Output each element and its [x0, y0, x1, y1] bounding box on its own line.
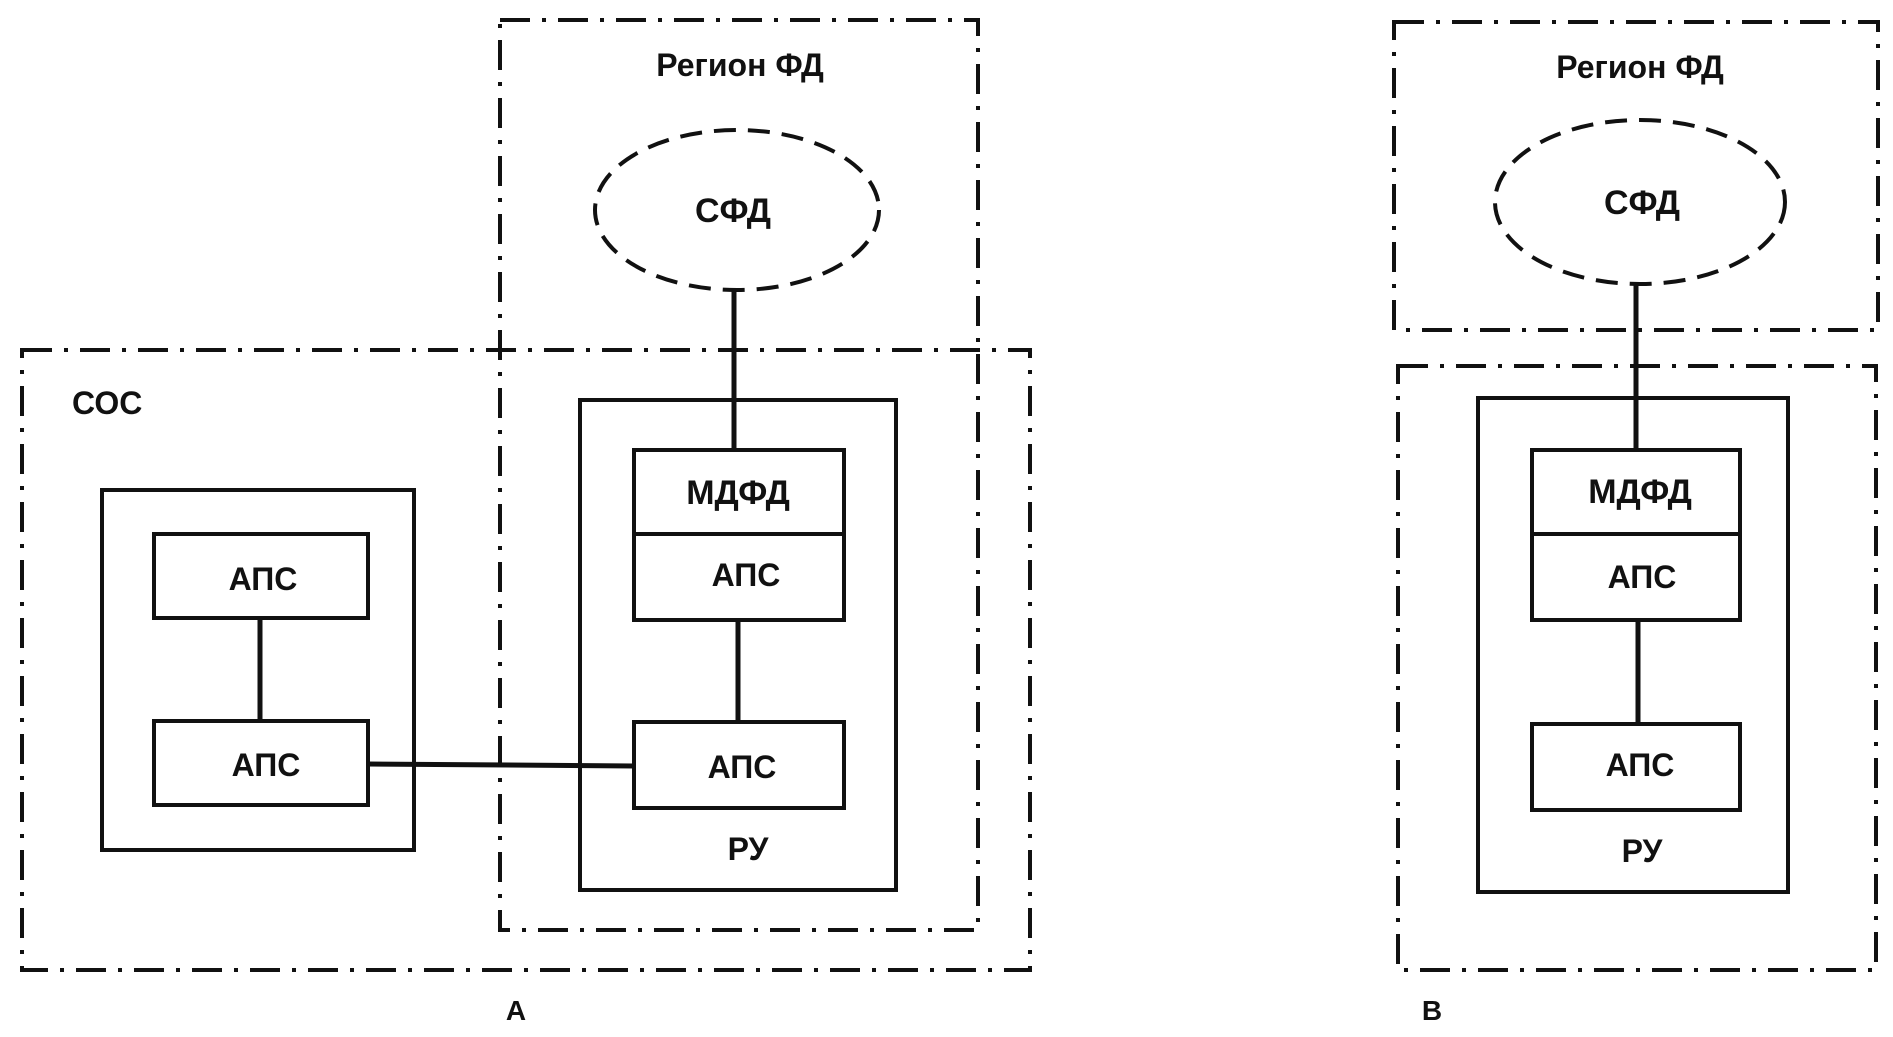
ru-label-a: РУ [728, 831, 770, 867]
sfd-cloud-a [593, 128, 881, 292]
diagram-b: Регион ФД СФД МДФД АПС АПС РУ В [1392, 20, 1880, 1026]
aps-bottom-label-a: АПС [232, 747, 301, 783]
region-fd-frame-b [1392, 20, 1880, 332]
aps-upper-box-b [1530, 532, 1742, 622]
aps-link-horizontal-a [367, 761, 635, 769]
ru-box-a [578, 398, 898, 892]
sfd-label-b: СФД [1604, 184, 1680, 222]
aps-upper-label-a: АПС [712, 557, 781, 593]
aps-lower-label-a: АПС [708, 749, 777, 785]
region-fd-frame-a [498, 18, 980, 932]
ru-label-b: РУ [1622, 833, 1664, 869]
mdfd-label-b: МДФД [1588, 473, 1692, 511]
mdfd-box-a [632, 448, 846, 536]
sos-label: СОС [72, 385, 142, 421]
aps-lower-box-b [1530, 722, 1742, 812]
diagram-a: Регион ФД СФД СОС АПС АПС МДФД АПС АПС Р… [20, 18, 1032, 1026]
sfd-cloud-b [1493, 118, 1787, 286]
aps-bottom-box-a [152, 719, 370, 807]
aps-lower-label-b: АПС [1606, 747, 1675, 783]
region-fd-label-a: Регион ФД [656, 47, 824, 83]
region-fd-label-b: Регион ФД [1556, 49, 1724, 85]
aps-top-box-a [152, 532, 370, 620]
caption-b: В [1422, 995, 1442, 1026]
aps-upper-label-b: АПС [1608, 559, 1677, 595]
ru-box-b [1476, 396, 1790, 894]
mdfd-box-b [1530, 448, 1742, 536]
aps-lower-box-a [632, 720, 846, 810]
sfd-label-a: СФД [695, 192, 771, 230]
aps-group-box-a [100, 488, 416, 852]
aps-top-label-a: АПС [229, 561, 298, 597]
caption-a: А [506, 995, 526, 1026]
sos-frame [20, 348, 1032, 972]
mdfd-label-a: МДФД [686, 474, 790, 512]
